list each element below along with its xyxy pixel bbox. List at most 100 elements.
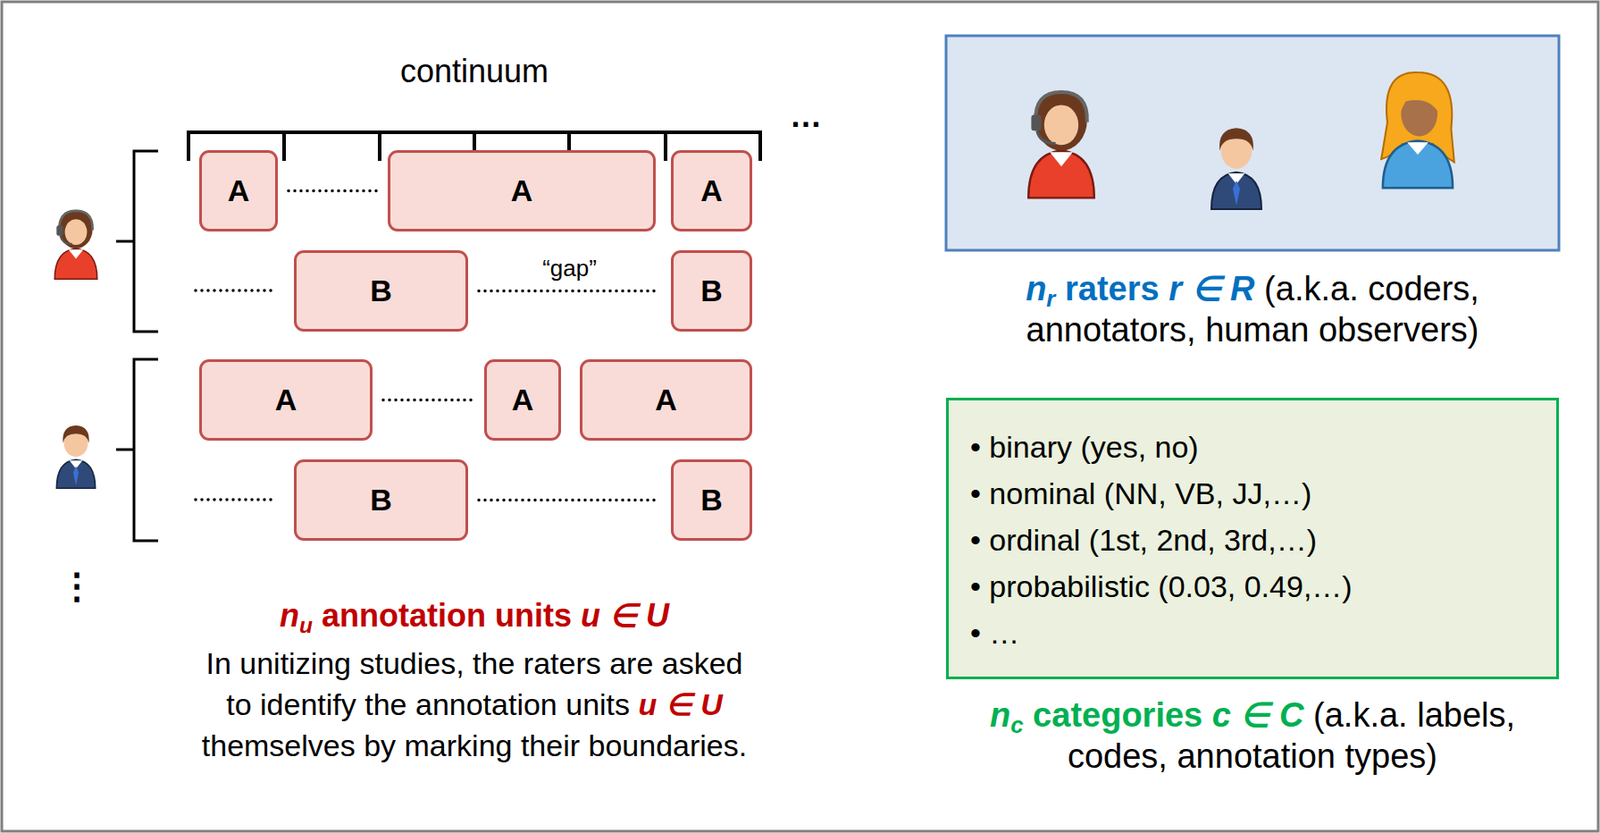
rater-icon [54, 209, 98, 279]
gap-dots [195, 497, 276, 502]
raters-caption: nr raters r ∈ R (a.k.a. coders, annotato… [957, 268, 1548, 351]
text-run: marking [404, 728, 521, 763]
node-text: A [227, 173, 251, 209]
text-run: U [700, 686, 723, 721]
node-text: • ordinal (1st, 2nd, 3rd,…) [970, 516, 1539, 563]
subscript: u [299, 612, 313, 637]
space [1055, 269, 1065, 308]
text-run: (a.k.a. [1264, 269, 1368, 308]
node-text: A [510, 173, 534, 209]
text-run: types) [1345, 737, 1438, 775]
annotation-unit: A [579, 359, 753, 441]
annotation-unit: A [670, 150, 753, 232]
text-run: ∈ [1239, 695, 1280, 734]
text-run: units [494, 596, 581, 634]
node-text: A [275, 382, 298, 418]
annotation-unit: A [199, 150, 278, 232]
node-text: • binary (yes, no) [970, 423, 1539, 470]
node-text: B [369, 273, 393, 309]
text-run: by [363, 728, 404, 763]
node-text: B [700, 482, 723, 518]
ellipsis: ⋮ [58, 564, 95, 606]
subscript: c [1010, 712, 1023, 738]
raters-panel [946, 35, 1559, 251]
text-run: the [364, 686, 416, 721]
text-run: units [565, 686, 638, 721]
text-run: boundaries. [588, 728, 748, 763]
symbol: n [279, 596, 300, 634]
text-run: human [1205, 310, 1319, 349]
text-run: annotators, [1026, 310, 1207, 349]
gap-dots [288, 189, 377, 193]
text-run: are [609, 645, 662, 680]
text-run: labels, [1416, 695, 1516, 734]
gap-dots [478, 289, 661, 294]
text-run: their [520, 728, 589, 763]
text-run: asked [661, 645, 744, 680]
annotation-unit: A [199, 359, 373, 441]
rater-icon [1028, 90, 1095, 198]
text-run: annotation [1176, 737, 1345, 775]
text-run: ∈ [609, 596, 646, 634]
rater-icon [1211, 127, 1262, 210]
text-run: identify [259, 686, 365, 721]
category-list-box: • binary (yes, no)• nominal (NN, VB, JJ,… [946, 397, 1559, 679]
categories-caption: nc categories c ∈ C (a.k.a. labels, code… [957, 694, 1548, 777]
text-run: categories [1032, 695, 1213, 734]
annotation-unit: B [670, 459, 753, 541]
node-text: B [369, 482, 393, 518]
annotation-unit: B [293, 459, 469, 541]
gap-dots [383, 398, 474, 403]
text-run: to [226, 686, 260, 721]
text-run: ∈ [665, 686, 701, 721]
text-run: nc [989, 695, 1033, 734]
annotation-unit: B [293, 250, 469, 332]
gap-dots [478, 498, 661, 503]
text-run: annotation [415, 686, 566, 721]
text-run: (a.k.a. [1313, 695, 1417, 734]
node-text: B [700, 273, 723, 309]
text-run: nr [1025, 269, 1065, 308]
text-run: raters [523, 645, 610, 680]
text-run: c [1212, 695, 1241, 734]
ellipsis: … [789, 97, 822, 135]
symbol: n [1025, 269, 1047, 308]
text-run: C [1279, 695, 1314, 734]
text-run: nu [279, 596, 322, 634]
text-run: observers) [1318, 310, 1480, 349]
text-run: codes, [1067, 737, 1178, 775]
node-text: • nominal (NN, VB, JJ,…) [970, 469, 1539, 517]
text-run: coders, [1367, 269, 1480, 308]
text-run: annotation [321, 596, 495, 634]
text-run: studies, [359, 645, 473, 680]
description: In unitizing studies, the raters are ask… [195, 642, 754, 766]
rater-icon [1381, 72, 1455, 188]
text-run: themselves [201, 728, 364, 763]
node-text: A [654, 382, 678, 418]
units-heading: nu annotation units u ∈ U [279, 596, 670, 634]
rater-bracket [116, 150, 159, 332]
annotation-unit: B [670, 250, 753, 332]
text-run: the [472, 645, 524, 680]
text-run: raters [1064, 269, 1169, 308]
space [312, 596, 322, 634]
rater-icon [56, 425, 95, 488]
text-run: R [1230, 269, 1265, 308]
node-text: A [700, 173, 723, 209]
text-run: In [205, 645, 240, 680]
gap-label: “gap” [539, 254, 600, 283]
rater-bracket [116, 359, 159, 541]
text-run: r [1168, 269, 1191, 308]
node-text: • probabilistic (0.03, 0.49,…) [970, 562, 1539, 610]
annotation-unit: A [387, 150, 656, 232]
axis-title: continuum [400, 52, 549, 90]
symbol: n [989, 695, 1011, 734]
text-run: unitizing [239, 645, 360, 680]
annotation-unit: A [484, 359, 562, 441]
text-run: u [580, 596, 610, 634]
text-run: u [638, 686, 666, 721]
subscript: r [1046, 285, 1056, 311]
text-run: U [645, 596, 670, 634]
space [1023, 695, 1034, 734]
